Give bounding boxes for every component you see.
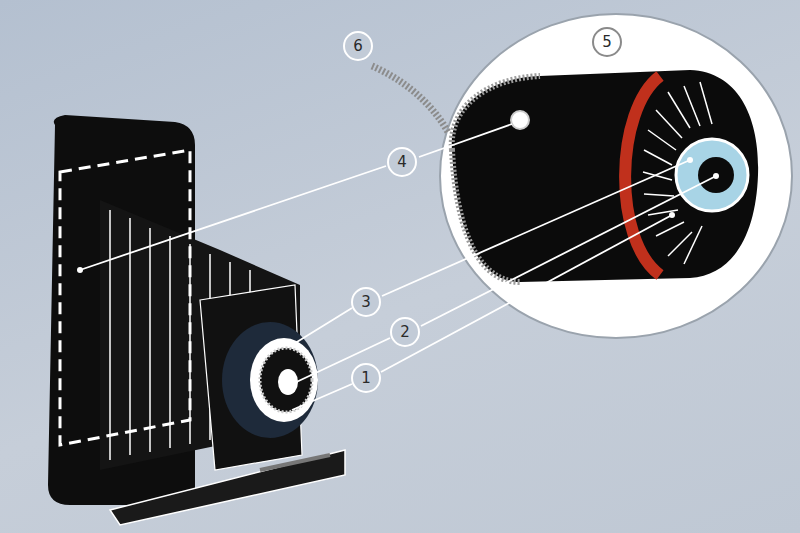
callout-circle: 5 bbox=[592, 27, 622, 57]
optic-nerve bbox=[372, 66, 448, 132]
callout-circle: 6 bbox=[343, 31, 373, 61]
camera bbox=[48, 115, 345, 525]
optic-disc bbox=[511, 111, 529, 129]
callout-number: 6 bbox=[353, 39, 363, 54]
callout-number: 2 bbox=[400, 325, 410, 340]
callout-number: 1 bbox=[361, 371, 371, 386]
leader-lines bbox=[80, 124, 716, 410]
callout-number: 4 bbox=[397, 155, 407, 170]
callout-circle: 2 bbox=[390, 317, 420, 347]
callout-circle: 3 bbox=[351, 287, 381, 317]
retina bbox=[452, 76, 540, 282]
callout-number: 3 bbox=[361, 295, 371, 310]
iris bbox=[676, 139, 748, 211]
callout-number: 5 bbox=[602, 35, 612, 50]
pupil bbox=[698, 157, 734, 193]
callout-circle: 4 bbox=[387, 147, 417, 177]
callout-circle: 1 bbox=[351, 363, 381, 393]
